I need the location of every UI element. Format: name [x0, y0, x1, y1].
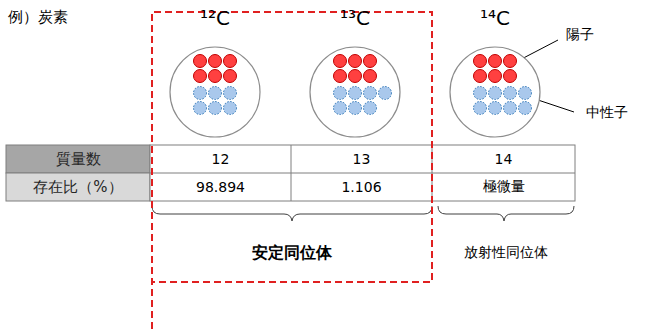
table-header: 質量数: [6, 145, 150, 173]
neutron: [504, 87, 517, 100]
table-rule: [291, 145, 292, 201]
table-body: [150, 145, 575, 201]
leader-line: [538, 100, 574, 112]
table-rule: [150, 173, 575, 174]
proton: [334, 70, 347, 83]
neutron: [334, 87, 347, 100]
neutron: [349, 102, 362, 115]
neutron: [364, 102, 377, 115]
neutron: [474, 102, 487, 115]
group-label: 放射性同位体: [438, 240, 574, 266]
atom-outline: [170, 47, 260, 137]
neutron: [474, 87, 487, 100]
neutron: [334, 102, 347, 115]
neutron: [194, 87, 207, 100]
header-cell: [6, 145, 150, 173]
atom-node: ¹⁴C: [445, 4, 545, 140]
table-cell: 13: [291, 145, 432, 173]
neutron: [194, 102, 207, 115]
neutron: [379, 87, 392, 100]
stable-frame: [152, 12, 432, 329]
callout-label: 陽子: [560, 24, 600, 46]
proton: [364, 55, 377, 68]
neutron: [349, 87, 362, 100]
isotope-label: ¹²C: [165, 4, 265, 32]
proton: [489, 70, 502, 83]
callout-label: 中性子: [576, 102, 638, 124]
table-cell: 14: [432, 145, 575, 173]
neutron: [364, 87, 377, 100]
atom-node: ¹²C: [165, 4, 265, 140]
neutron: [489, 87, 502, 100]
proton: [504, 70, 517, 83]
table-cell: 98.894: [150, 173, 291, 201]
neutron: [504, 102, 517, 115]
proton: [194, 70, 207, 83]
neutron: [224, 102, 237, 115]
table-cell: 1.106: [291, 173, 432, 201]
proton: [194, 55, 207, 68]
neutron: [519, 87, 532, 100]
proton: [474, 70, 487, 83]
isotope-label: ¹⁴C: [445, 4, 545, 32]
proton: [349, 70, 362, 83]
proton: [364, 70, 377, 83]
proton: [224, 70, 237, 83]
neutron: [224, 87, 237, 100]
proton: [224, 55, 237, 68]
neutron: [519, 102, 532, 115]
atom-outline: [310, 47, 400, 137]
atom-outline: [450, 47, 540, 137]
proton: [489, 55, 502, 68]
brace: [438, 206, 574, 221]
group-label: 安定同位体: [212, 240, 372, 266]
table-header: 存在比（%）: [6, 173, 150, 201]
table-cell: 12: [150, 145, 291, 173]
title: 例）炭素: [8, 6, 68, 28]
neutron: [209, 102, 222, 115]
header-cell: [6, 173, 150, 201]
proton: [209, 70, 222, 83]
brace: [152, 206, 432, 221]
proton: [349, 55, 362, 68]
neutron: [209, 87, 222, 100]
isotope-label: ¹³C: [305, 4, 405, 32]
proton: [334, 55, 347, 68]
proton: [504, 55, 517, 68]
proton: [209, 55, 222, 68]
proton: [474, 55, 487, 68]
neutron: [489, 102, 502, 115]
atom-node: ¹³C: [305, 4, 405, 140]
table-cell: 極微量: [432, 173, 575, 201]
